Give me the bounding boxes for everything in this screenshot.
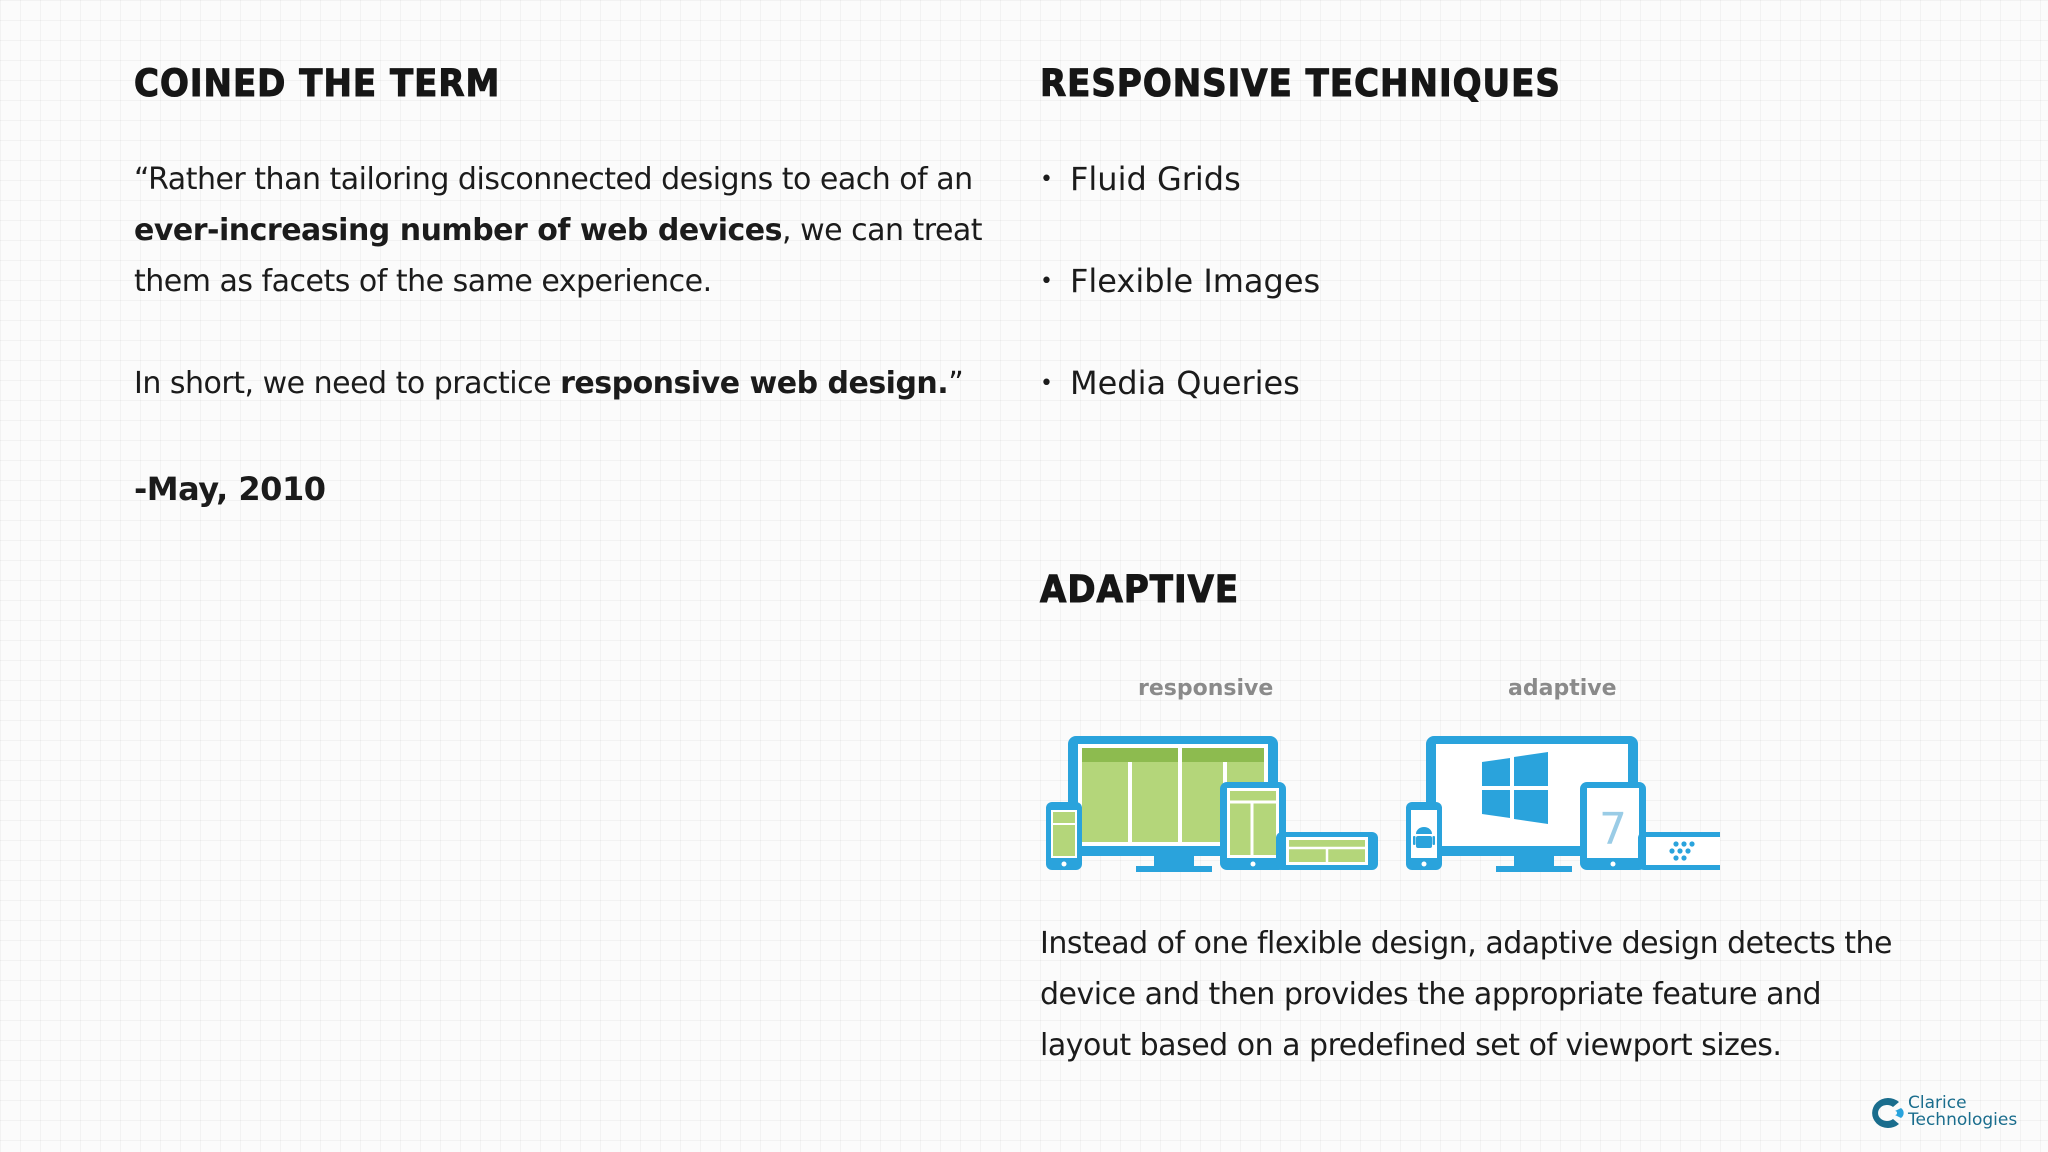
- quote-date: -May, 2010: [134, 470, 326, 508]
- short-paragraph: In short, we need to practice responsive…: [134, 358, 994, 409]
- adaptive-description: Instead of one flexible design, adaptive…: [1040, 926, 1893, 1063]
- logo-text: Clarice Technologies: [1908, 1095, 2017, 1129]
- short-text-part1: In short, we need to practice: [134, 366, 561, 401]
- quote-paragraph: “Rather than tailoring disconnected desi…: [134, 154, 994, 307]
- coined-term-heading: Coined the term: [133, 61, 501, 106]
- bullet-icon: •: [1040, 371, 1053, 396]
- bullet-icon: •: [1040, 167, 1053, 192]
- adaptive-label: adaptive: [1508, 676, 1617, 701]
- short-bold-text: responsive web design.: [560, 366, 949, 401]
- technique-item-fluid-grids: • Fluid Grids: [1040, 154, 1320, 205]
- technique-label: Fluid Grids: [1070, 160, 1241, 198]
- technique-label: Media Queries: [1070, 364, 1300, 402]
- adaptive-heading: Adaptive: [1039, 567, 1240, 612]
- adaptive-devices-icon: 7: [1406, 736, 1720, 872]
- clarice-logo-icon: [1872, 1098, 1904, 1128]
- devices-illustration: 7: [1046, 736, 1720, 872]
- quote-text-part2: , we can treat them as facets of the sam…: [134, 213, 983, 299]
- techniques-list: • Fluid Grids • Flexible Images • Media Que…: [1040, 154, 1320, 460]
- tablet-seven-icon: 7: [1599, 804, 1627, 855]
- responsive-vs-adaptive-figure: responsive adaptive: [1040, 666, 1720, 876]
- responsive-label: responsive: [1138, 676, 1274, 701]
- clarice-technologies-logo: Clarice Technologies: [1866, 1093, 2026, 1135]
- responsive-techniques-heading: Responsive techniques: [1040, 61, 1561, 106]
- technique-item-flexible-images: • Flexible Images: [1040, 256, 1320, 307]
- logo-line1: Clarice: [1908, 1093, 1967, 1113]
- bullet-icon: •: [1040, 269, 1053, 294]
- quote-text-part1: “Rather than tailoring disconnected desi…: [134, 162, 973, 197]
- short-text-part2: ”: [948, 366, 964, 401]
- technique-item-media-queries: • Media Queries: [1040, 358, 1320, 409]
- logo-line2: Technologies: [1908, 1110, 2018, 1130]
- quote-bold-text: ever-increasing number of web devices: [134, 213, 783, 248]
- quote-block: “Rather than tailoring disconnected desi…: [134, 154, 994, 460]
- responsive-devices-icon: [1046, 736, 1378, 872]
- technique-label: Flexible Images: [1070, 262, 1321, 300]
